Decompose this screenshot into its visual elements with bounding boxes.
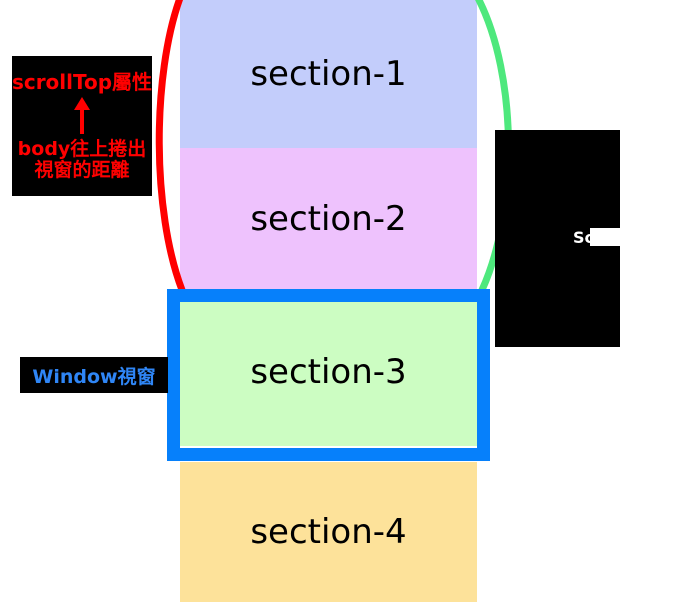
section-block-2: section-2 bbox=[180, 148, 477, 290]
section-label-2: section-2 bbox=[250, 199, 407, 239]
occluder-bar bbox=[590, 228, 700, 246]
note-scrolltop: scrollTop屬性 body往上捲出 視窗的距離 bbox=[12, 56, 152, 196]
section-label-4: section-4 bbox=[250, 512, 407, 552]
section-label-1: section-1 bbox=[250, 54, 407, 94]
window-viewport-frame bbox=[167, 289, 490, 461]
note-scrolltop-line1: scrollTop屬性 bbox=[11, 69, 153, 94]
section-label-3: section-3 bbox=[250, 352, 407, 392]
note-window-label: Window視窗 bbox=[32, 365, 156, 388]
note-scrolltop-line3: 視窗的距離 bbox=[34, 159, 130, 182]
up-arrow-icon bbox=[74, 96, 90, 134]
note-right-label: Sc bbox=[573, 228, 595, 247]
section-block-3: section-3 bbox=[180, 298, 477, 446]
section-block-4: section-4 bbox=[180, 462, 477, 602]
section-block-1: section-1 bbox=[180, 0, 477, 148]
note-window-viewport: Window視窗 bbox=[20, 357, 168, 393]
note-scrolltop-line2: body往上捲出 bbox=[17, 137, 147, 160]
